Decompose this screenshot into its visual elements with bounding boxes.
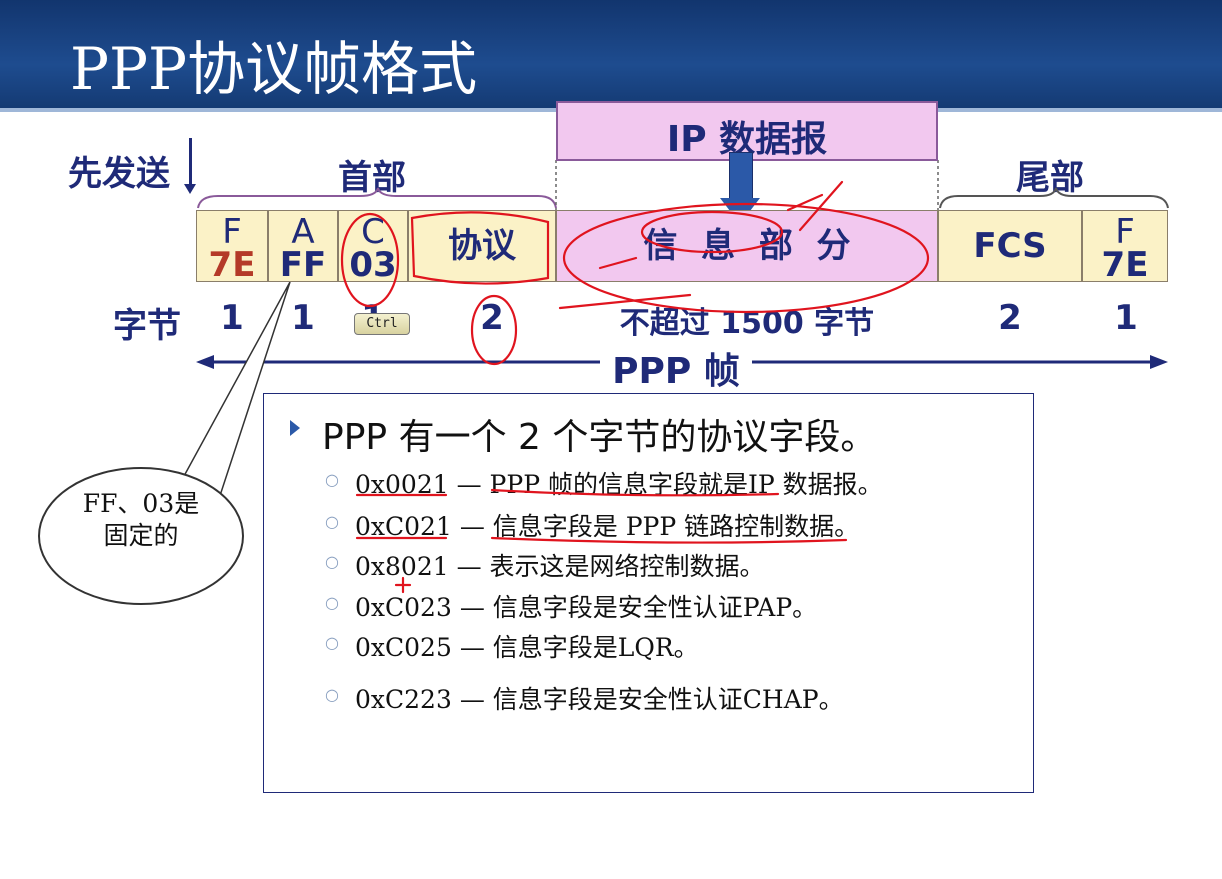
protocol-item: 0xC023 — 信息字段是安全性认证PAP。 bbox=[355, 588, 817, 624]
protocol-item: 0x8021 — 表示这是网络控制数据。 bbox=[355, 547, 765, 583]
title-bar bbox=[0, 0, 1222, 108]
bytes-address: 1 bbox=[291, 298, 315, 338]
frame-arrow-right-icon bbox=[1150, 355, 1168, 369]
field-flag-start-value: 7E bbox=[208, 245, 256, 285]
callout-pointer-mask bbox=[174, 512, 214, 524]
item-dash: — bbox=[459, 633, 485, 662]
bytes-fcs: 2 bbox=[998, 298, 1022, 338]
item-dash: — bbox=[456, 552, 482, 581]
info-box bbox=[263, 393, 1034, 793]
field-information-name: 信 息 部 分 bbox=[643, 226, 851, 266]
bytes-flag-start: 1 bbox=[220, 298, 244, 338]
send-first-arrow-shaft bbox=[189, 138, 192, 188]
field-control: C 03 bbox=[338, 210, 408, 282]
protocol-item: 0xC025 — 信息字段是LQR。 bbox=[355, 628, 699, 664]
trailer-brace bbox=[939, 187, 1169, 209]
bullet-icon: ○ bbox=[325, 633, 339, 652]
field-flag-end-value: 7E bbox=[1101, 245, 1149, 285]
info-heading: PPP 有一个 2 个字节的协议字段。 bbox=[322, 417, 877, 458]
bytes-label: 字节 bbox=[113, 306, 181, 346]
field-protocol-name: 协议 bbox=[448, 226, 516, 266]
heading-bullet-icon bbox=[290, 420, 300, 436]
field-address-value: FF bbox=[279, 245, 327, 285]
send-first-label: 先发送 bbox=[68, 154, 170, 194]
bytes-protocol: 2 bbox=[480, 298, 504, 338]
field-information: 信 息 部 分 bbox=[556, 210, 938, 282]
item-dash: — bbox=[459, 512, 485, 541]
header-label: 首部 bbox=[338, 158, 406, 198]
frame-label: PPP 帧 bbox=[612, 351, 740, 392]
bytes-flag-end: 1 bbox=[1114, 298, 1138, 338]
frame-arrow-left-icon bbox=[196, 355, 214, 369]
protocol-desc: 表示这是网络控制数据。 bbox=[489, 552, 765, 581]
field-fcs-name: FCS bbox=[973, 226, 1047, 266]
trailer-label: 尾部 bbox=[1016, 158, 1084, 198]
protocol-item: 0xC021 — 信息字段是 PPP 链路控制数据。 bbox=[355, 507, 859, 543]
protocol-desc: 信息字段是LQR。 bbox=[492, 633, 699, 662]
bullet-icon: ○ bbox=[325, 512, 339, 531]
ip-down-arrow-shaft bbox=[729, 152, 753, 204]
field-address: A FF bbox=[268, 210, 338, 282]
bullet-icon: ○ bbox=[325, 593, 339, 612]
protocol-desc: PPP 帧的信息字段就是IP 数据报。 bbox=[489, 470, 883, 499]
protocol-code: 0x8021 bbox=[355, 552, 449, 581]
field-control-value: 03 bbox=[349, 245, 397, 285]
protocol-desc: 信息字段是安全性认证CHAP。 bbox=[492, 685, 844, 714]
item-dash: — bbox=[456, 470, 482, 499]
field-flag-start-name: F bbox=[222, 212, 242, 252]
item-dash: — bbox=[459, 685, 485, 714]
callout-bubble bbox=[38, 467, 244, 605]
field-protocol: 协议 bbox=[408, 210, 556, 282]
slide-title: PPP协议帧格式 bbox=[70, 35, 478, 103]
protocol-code: 0xC021 bbox=[355, 512, 452, 541]
protocol-code: 0xC023 bbox=[355, 593, 452, 622]
protocol-code: 0x0021 bbox=[355, 470, 449, 499]
protocol-item: 0x0021 — PPP 帧的信息字段就是IP 数据报。 bbox=[355, 465, 883, 501]
callout-text: FF、03是固定的 bbox=[82, 489, 200, 550]
send-first-arrow-icon bbox=[184, 184, 196, 194]
bullet-icon: ○ bbox=[325, 552, 339, 571]
ip-datagram-box bbox=[556, 101, 938, 161]
field-flag-start: F 7E bbox=[196, 210, 268, 282]
protocol-item: 0xC223 — 信息字段是安全性认证CHAP。 bbox=[355, 680, 844, 716]
field-control-name: C bbox=[361, 212, 385, 252]
bullet-icon: ○ bbox=[325, 470, 339, 489]
item-dash: — bbox=[459, 593, 485, 622]
field-flag-end-name: F bbox=[1115, 212, 1135, 252]
header-brace bbox=[197, 187, 557, 209]
bullet-icon: ○ bbox=[325, 685, 339, 704]
ctrl-key-indicator: Ctrl bbox=[354, 313, 410, 335]
protocol-code: 0xC223 bbox=[355, 685, 452, 714]
field-address-name: A bbox=[291, 212, 315, 252]
protocol-desc: 信息字段是 PPP 链路控制数据。 bbox=[492, 512, 860, 541]
protocol-desc: 信息字段是安全性认证PAP。 bbox=[492, 593, 818, 622]
field-flag-end: F 7E bbox=[1082, 210, 1168, 282]
field-fcs: FCS bbox=[938, 210, 1082, 282]
bytes-information: 不超过 1500 字节 bbox=[619, 306, 875, 341]
protocol-code: 0xC025 bbox=[355, 633, 452, 662]
